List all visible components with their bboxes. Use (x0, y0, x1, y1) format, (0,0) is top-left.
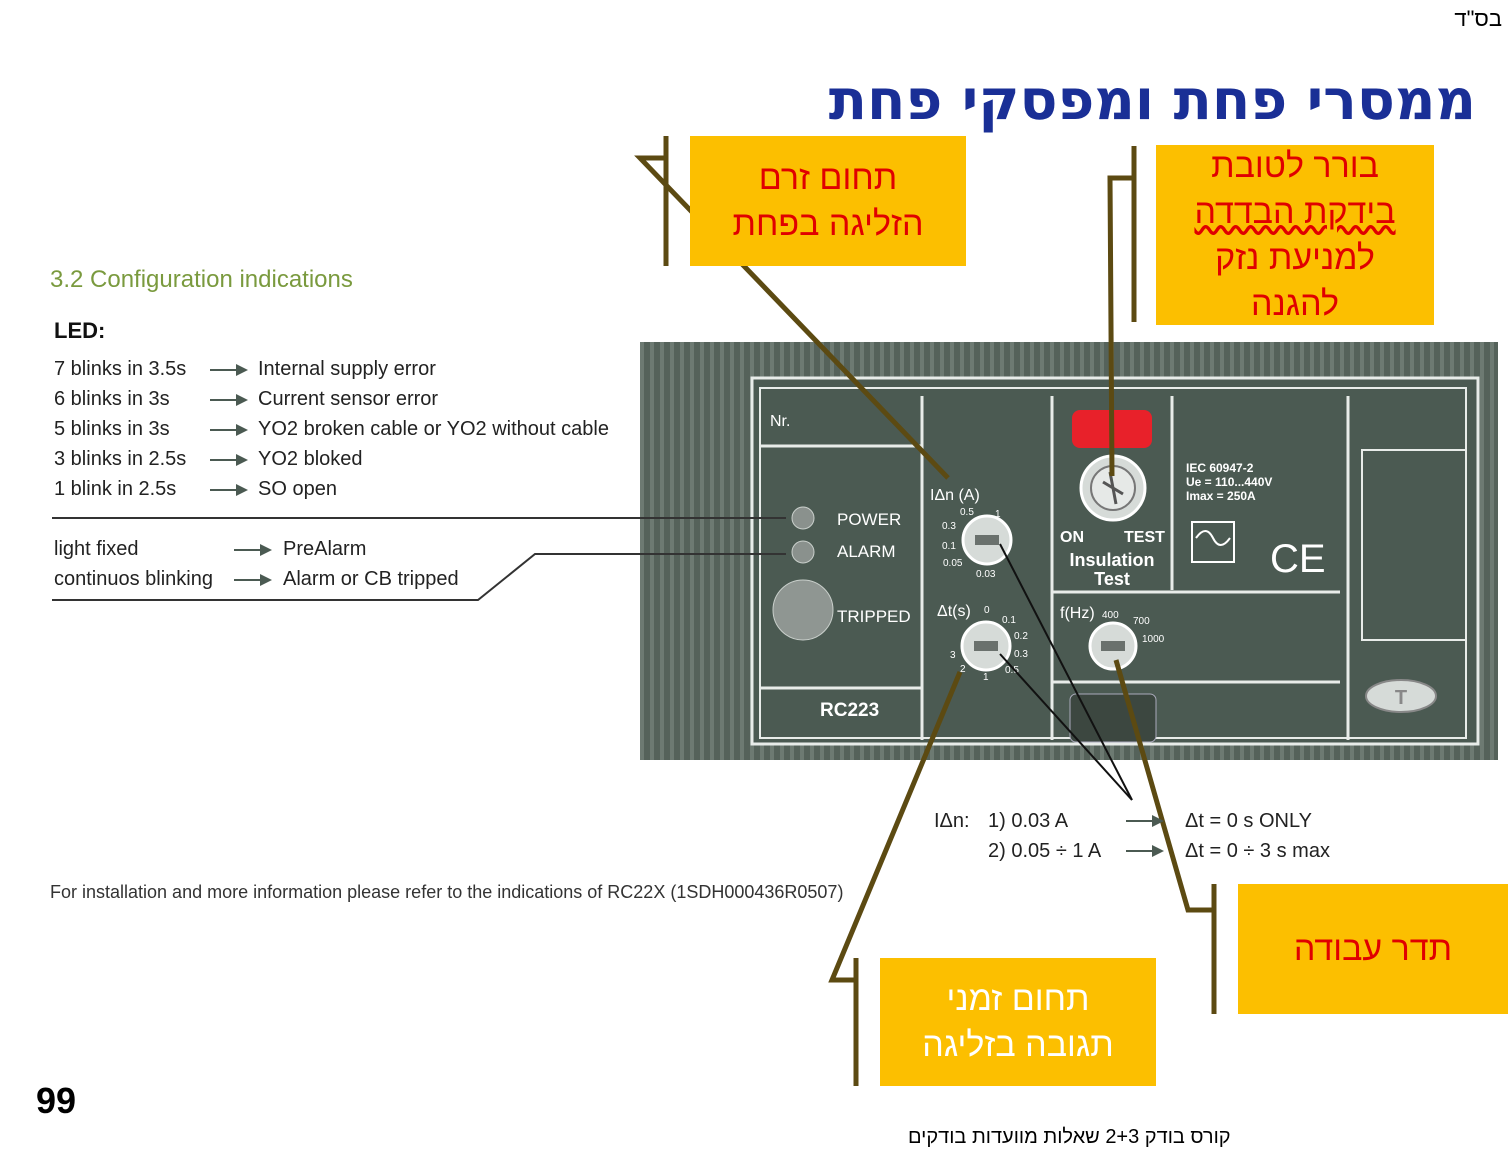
equation-idn-label: IΔn: (934, 810, 970, 832)
ac-symbol-icon (1191, 521, 1235, 563)
power-label: POWER (837, 510, 901, 529)
svg-text:0.1: 0.1 (942, 541, 956, 552)
arrow-icon (210, 484, 248, 496)
svg-text:0.2: 0.2 (1014, 631, 1028, 642)
svg-text:Ue = 110...440V: Ue = 110...440V (1186, 475, 1272, 489)
svg-text:0: 0 (984, 605, 990, 616)
idn-dial-label: IΔn (A) (930, 487, 980, 504)
dt-dial-label: Δt(s) (937, 603, 971, 620)
svg-text:0.5: 0.5 (1005, 665, 1019, 676)
svg-text:1000: 1000 (1142, 634, 1165, 645)
page-title: ממסרי פחת ומפסקי פחת (828, 68, 1476, 133)
fhz-label: f(Hz) (1060, 605, 1095, 622)
svg-text:400: 400 (1102, 610, 1119, 621)
svg-text:1: 1 (995, 509, 1001, 520)
test-label: TEST (1124, 529, 1165, 546)
nr-label: Nr. (770, 413, 790, 430)
side-window (1361, 449, 1467, 641)
alarm-label: ALARM (837, 542, 896, 561)
insulation-test-label: Test (1094, 569, 1130, 589)
svg-text:0.1: 0.1 (1002, 615, 1016, 626)
tripped-indicator-icon (772, 579, 834, 641)
t-button-label: T (1395, 687, 1407, 709)
callout-frequency: תדר עבודה (1238, 884, 1508, 1014)
arrow-icon (234, 544, 272, 556)
svg-text:0.03: 0.03 (976, 569, 996, 580)
ce-mark: CE (1270, 537, 1326, 581)
arrow-icon (210, 424, 248, 436)
footnote: For installation and more information pl… (50, 882, 844, 902)
svg-text:Imax = 250A: Imax = 250A (1186, 489, 1256, 503)
svg-text:IEC 60947-2: IEC 60947-2 (1186, 461, 1254, 475)
led-heading: LED: (54, 318, 106, 343)
header-corner-text: בס"ד (1454, 6, 1502, 31)
arrow-icon (210, 394, 248, 406)
equation-row1-right: Δt = 0 s ONLY (1185, 810, 1312, 832)
connector-socket (1069, 693, 1157, 743)
power-led-icon (791, 506, 815, 530)
rc223-device-panel: Nr. POWER ALARM TRIPPED RC223 IΔn (A) 0.… (640, 342, 1498, 760)
arrow-icon (1126, 815, 1164, 827)
svg-text:0.05: 0.05 (943, 558, 963, 569)
svg-text:0.3: 0.3 (942, 521, 956, 532)
arrow-icon (210, 454, 248, 466)
svg-text:0.5: 0.5 (960, 507, 974, 518)
svg-text:1: 1 (983, 672, 989, 683)
equation-row2-right: Δt = 0 ÷ 3 s max (1185, 840, 1330, 862)
equation-row1-left: 1) 0.03 A (988, 810, 1069, 832)
svg-text:0.3: 0.3 (1014, 649, 1028, 660)
arrow-icon (1126, 845, 1164, 857)
alarm-led-icon (791, 540, 815, 564)
t-button[interactable] (1365, 679, 1437, 713)
section-title: 3.2 Configuration indications (50, 266, 353, 293)
svg-text:3: 3 (950, 650, 956, 661)
svg-text:2: 2 (960, 664, 966, 675)
equation-row2-left: 2) 0.05 ÷ 1 A (988, 840, 1102, 862)
page-number: 99 (36, 1080, 77, 1121)
insulation-led-icon (1072, 410, 1152, 448)
arrow-icon (210, 364, 248, 376)
footer-course-text: קורס בודק 2+3 שאלות מוועדות בודקים (908, 1126, 1231, 1148)
arrow-icon (234, 574, 272, 586)
tripped-label: TRIPPED (837, 607, 911, 626)
svg-text:700: 700 (1133, 616, 1150, 627)
insulation-label: Insulation (1070, 550, 1155, 570)
on-label: ON (1060, 529, 1084, 546)
model-label: RC223 (820, 700, 879, 721)
